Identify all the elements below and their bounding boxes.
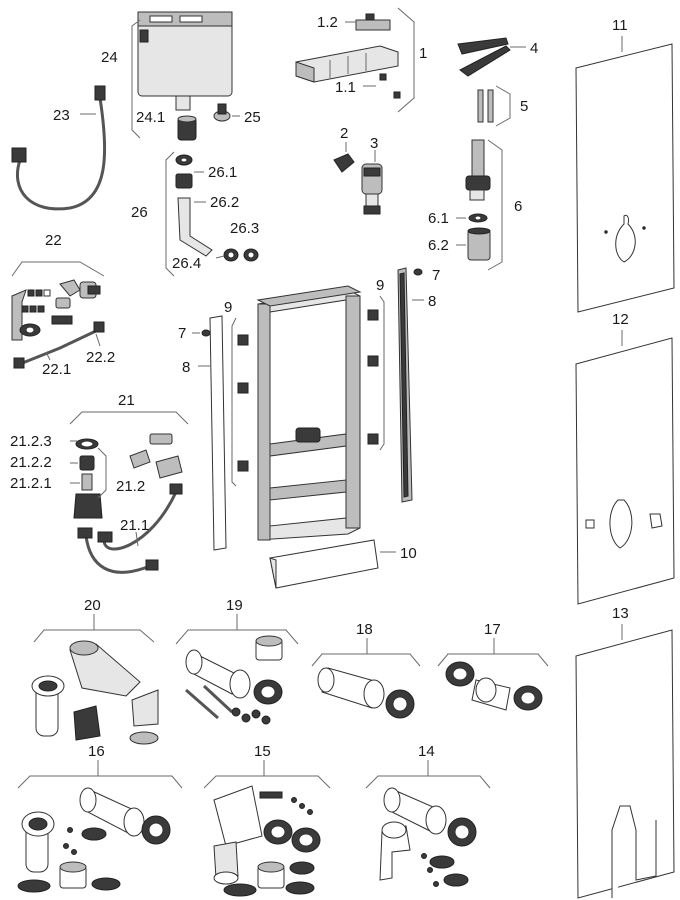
callout-7-right: 7: [432, 267, 440, 284]
callout-13: 13: [612, 605, 629, 622]
part-21-connection-set: [73, 433, 183, 574]
part-13-panel: [575, 629, 675, 899]
part-26-flush-pipe-set: [175, 154, 259, 262]
callout-23: 23: [53, 107, 70, 124]
part-24-1-connector: [177, 115, 197, 141]
part-17-offset-pipe: [445, 661, 543, 711]
callout-16: 16: [88, 743, 105, 760]
callout-7-left: 7: [178, 325, 186, 342]
callout-1-1: 1.1: [335, 79, 356, 96]
callout-11: 11: [612, 17, 628, 34]
callout-26-4: 26.4: [172, 255, 201, 272]
callout-21-2: 21.2: [116, 478, 145, 495]
part-22-accessory-set: [11, 279, 105, 369]
part-7-screw-right: [413, 268, 423, 276]
callout-1-2: 1.2: [317, 14, 338, 31]
callout-20: 20: [84, 597, 101, 614]
callout-6-1: 6.1: [428, 210, 449, 227]
part-18-pipe: [317, 667, 415, 719]
part-5-rods: [477, 89, 494, 123]
callout-21: 21: [118, 392, 135, 409]
part-11-panel: [575, 43, 675, 313]
part-8-rail-left: [209, 315, 227, 551]
callout-22-1: 22.1: [42, 361, 71, 378]
callout-26-3: 26.3: [230, 220, 259, 237]
part-9-brackets-left: [237, 334, 249, 472]
callout-10: 10: [400, 545, 417, 562]
callout-14: 14: [418, 743, 435, 760]
part-4-tool: [457, 37, 511, 77]
part-20-pipe-set: [31, 640, 159, 745]
callout-5: 5: [520, 98, 528, 115]
callout-17: 17: [484, 621, 501, 638]
callout-26-2: 26.2: [210, 194, 239, 211]
callout-26: 26: [131, 204, 148, 221]
callout-8-left: 8: [182, 359, 190, 376]
callout-1: 1: [419, 45, 427, 62]
part-7-screw-left: [201, 329, 211, 337]
callout-26-1: 26.1: [208, 164, 237, 181]
part-12-panel: [575, 337, 675, 605]
callout-24-1: 24.1: [136, 109, 165, 126]
callout-21-2-3: 21.2.3: [10, 433, 52, 450]
callout-12: 12: [612, 311, 629, 328]
callout-22: 22: [45, 232, 62, 249]
callout-9-left: 9: [224, 299, 232, 316]
callout-21-2-2: 21.2.2: [10, 454, 52, 471]
part-8-rail-right: [397, 267, 413, 503]
part-25-plug: [213, 103, 231, 122]
callout-6-2: 6.2: [428, 237, 449, 254]
callout-21-2-1: 21.2.1: [10, 475, 52, 492]
part-1-actuator-frame: [295, 13, 401, 99]
callout-3: 3: [370, 135, 378, 152]
callout-9-right: 9: [376, 277, 384, 294]
callout-24: 24: [101, 49, 118, 66]
part-19-pipe-set: [185, 635, 283, 725]
part-2-clip: [333, 153, 355, 173]
callout-2: 2: [340, 125, 348, 142]
callout-25: 25: [244, 109, 261, 126]
callout-15: 15: [254, 743, 271, 760]
part-16-pipe-set: [17, 787, 171, 893]
part-3-valve: [361, 163, 383, 215]
callout-4: 4: [530, 40, 538, 57]
callout-6: 6: [514, 198, 522, 215]
callout-22-2: 22.2: [86, 349, 115, 366]
installation-frame: [256, 285, 362, 541]
part-14-pipe-set: [379, 787, 477, 887]
part-10-cover: [269, 539, 379, 589]
callout-19: 19: [226, 597, 243, 614]
part-6-fill-valve: [465, 139, 491, 261]
callout-18: 18: [356, 621, 373, 638]
callout-21-1: 21.1: [120, 517, 149, 534]
part-24-cistern: [137, 11, 233, 111]
part-9-brackets-right: [367, 309, 379, 445]
callout-8-right: 8: [428, 293, 436, 310]
part-23-hose: [11, 85, 107, 211]
part-15-pipe-set: [213, 785, 321, 897]
